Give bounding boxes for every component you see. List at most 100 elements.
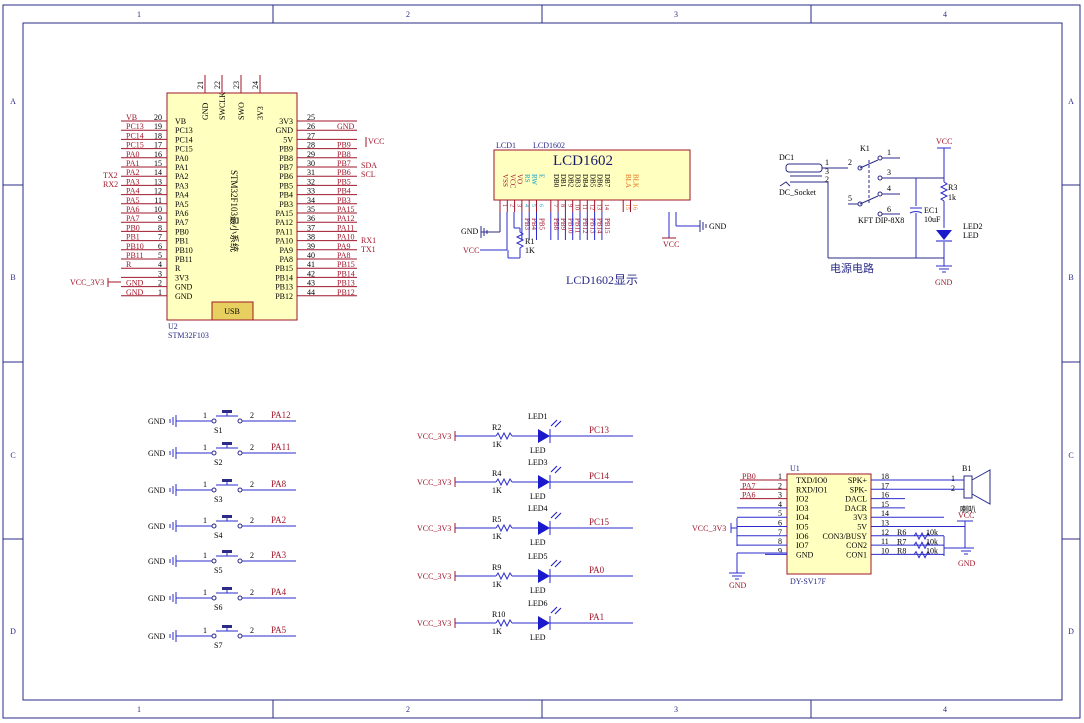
speaker-symbol [963,469,991,505]
switch-ref: S2 [214,458,222,467]
switch-pin1: 1 [203,480,207,489]
mcu-left-pin-name: PB11 [175,255,193,264]
led-symbol [538,569,550,583]
col-bottom-3: 3 [674,705,678,714]
audio-part: DY-SV17F [790,577,827,586]
switch-ref: S7 [214,641,222,650]
mcu-top-pin-num: 24 [251,81,260,89]
lcd-pin-name: DB2 [566,174,574,188]
col-top-1: 1 [137,10,141,19]
mcu-block: USB STM32F103最小系统 U2 STM32F103 21GND22SW… [70,75,384,340]
dc-pin-3: 3 [825,167,829,176]
mcu-left-pin-num: 10 [154,205,162,214]
led-net: PA0 [589,565,605,575]
speaker-ref: B1 [962,464,971,473]
mcu-right-net: PB4 [337,187,351,196]
mcu-right-pin-name: PB13 [275,283,293,292]
mcu-right-pin-name: PB4 [279,191,293,200]
audio-ref: U1 [790,464,800,473]
mcu-right-pin-name: PA15 [276,209,294,218]
mcu-left-net: PA5 [126,196,140,205]
k-pin-1: 1 [887,148,891,157]
switch-net: PA11 [271,442,290,452]
sheet-frame [2,4,1081,719]
switch-pin2: 2 [250,411,254,420]
dc-pin-1: 1 [825,158,829,167]
mcu-left-pin-name: PA4 [175,191,189,200]
audio-right-pin-name: SPK- [850,485,868,494]
mcu-left-pin-num: 6 [158,242,162,251]
switch-ref: S4 [214,531,222,540]
audio-left-net: PB0 [742,472,756,481]
mcu-left-pin-name: R [175,264,181,273]
led-resistor-ref: R2 [492,423,501,432]
mcu-left-net: VB [126,113,137,122]
switch-net: PA3 [271,550,287,560]
audio-gnd-left: GND [729,581,747,590]
mcu-right-pin-name: PA11 [276,227,293,236]
switch-gnd: GND [148,557,166,566]
audio-right-pin-name: CON1 [846,550,867,559]
mcu-left-pin-name: PB1 [175,237,189,246]
net-scl: SCL [361,170,376,179]
audio-res-val: 10k [926,528,938,537]
lcd-gnd-left: GND [461,227,479,236]
mcu-right-pin-num: 25 [307,113,315,122]
mcu-left-pin-num: 17 [154,141,162,150]
mcu-right-net: PA9 [337,242,351,251]
audio-left-pin-num: 3 [778,491,782,500]
led-src: VCC_3V3 [417,432,451,441]
audio-res-val: 10k [926,547,938,556]
switch-pin1: 1 [203,588,207,597]
lcd-pin-name: RW [530,174,538,185]
mcu-left-net: R [126,260,132,269]
lcd-pin-net: PB5 [538,218,546,231]
mcu-right-pin-name: PA12 [276,218,294,227]
row-right-a: A [1068,97,1074,106]
mcu-left-pin-name: PB10 [175,246,193,255]
mcu-left-net: PC15 [126,141,144,150]
led-ref: LED4 [528,504,548,513]
led2-ref: LED2 [963,222,983,231]
mcu-right-pin-num: 36 [307,214,315,223]
mcu-left-pin-num: 20 [154,113,162,122]
lcd-pin-net: PB3 [523,218,531,231]
mcu-right-pin-num: 44 [307,288,315,297]
lcd-pin-num: 8 [559,204,565,207]
lcd-vcc-bottom: VCC [663,240,679,249]
mcu-left-pin-num: 1 [158,288,162,297]
net-rx2: RX2 [103,180,118,189]
k-pin-4: 4 [887,184,891,193]
led-net: PC13 [589,425,610,435]
mcu-left-net: GND [126,288,144,297]
mcu-part: STM32F103 [168,331,209,340]
audio-vcc3v3: VCC_3V3 [692,524,726,533]
switch-net: PA5 [271,625,287,635]
mcu-right-pin-num: 41 [307,260,315,269]
switch-gnd: GND [148,632,166,641]
lcd-pin-num: 1 [501,204,507,207]
mcu-right-pin-num: 35 [307,205,315,214]
row-right-c: C [1068,451,1073,460]
audio-res-ref: R7 [897,537,906,546]
lcd-pin-num: 15 [624,204,630,210]
speaker-pin-1: 1 [951,474,955,483]
led-src: VCC_3V3 [417,572,451,581]
lcd-pin-num: 10 [574,204,580,210]
mcu-left-pin-num: 14 [154,168,162,177]
mcu-left-pin-name: 3V3 [175,273,189,282]
ec1-val: 10uF [924,215,941,224]
k-ref: K1 [860,144,870,153]
led-resistor-ref: R5 [492,515,501,524]
mcu-left-net: PA2 [126,168,140,177]
switch-ref: S1 [214,426,222,435]
mcu-ref: U2 [168,322,178,331]
switch-net: PA2 [271,515,286,525]
net-tx1: TX1 [361,245,376,254]
mcu-right-pin-num: 29 [307,150,315,159]
mcu-right-net: PA12 [337,214,355,223]
audio-left-pin-name: IO4 [796,513,808,522]
frame-labels: 1 2 3 4 1 2 3 4 A B C D A B C D [10,10,1074,714]
mcu-left-pin-name: PA5 [175,200,189,209]
